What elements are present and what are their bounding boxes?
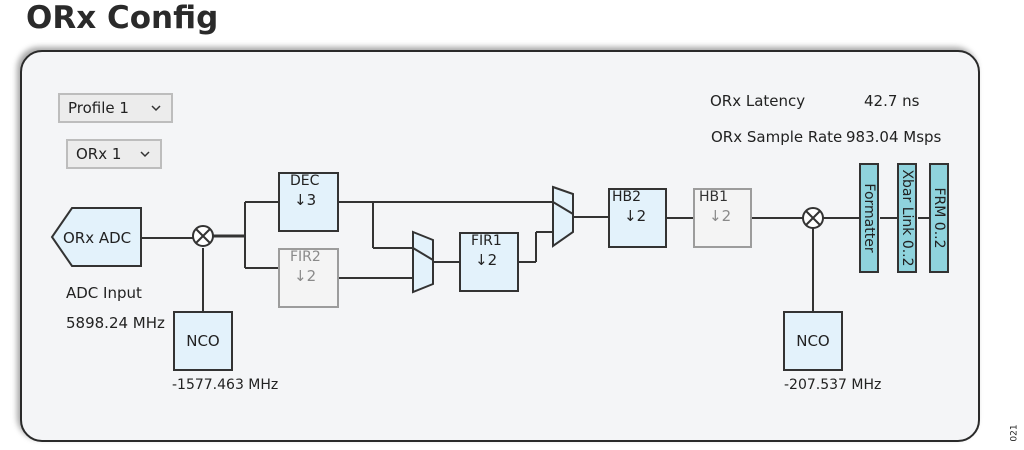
fir1-name: FIR1	[471, 233, 502, 249]
hb2-factor: 2	[636, 207, 647, 225]
mixer-out-icon	[802, 207, 824, 229]
page-title: ORx Config	[26, 0, 219, 36]
profile-select-value: Profile 1	[68, 99, 129, 117]
decimate-arrow-icon: ↓	[294, 191, 307, 209]
decimate-arrow-icon: ↓	[709, 207, 722, 225]
profile-select[interactable]: Profile 1	[58, 93, 173, 123]
decimate-arrow-icon: ↓	[294, 267, 307, 285]
nco-out-label: NCO	[796, 332, 830, 350]
mixer-icon	[192, 225, 214, 247]
nco-out-freq: -207.537 MHz	[784, 377, 882, 393]
hb1-block[interactable]: HB1 ↓2	[693, 188, 752, 248]
hb1-name: HB1	[699, 189, 729, 205]
nco-in-label: NCO	[186, 332, 220, 350]
dec-factor: 3	[306, 191, 317, 209]
xbar-link-block[interactable]: Xbar Link 0..2	[897, 163, 917, 273]
xbar-link-label: Xbar Link 0..2	[899, 169, 915, 267]
adc-input-label: ADC Input	[66, 284, 142, 302]
figure-number: 021	[1009, 424, 1020, 442]
chevron-down-icon	[140, 151, 150, 158]
orx-select-value: ORx 1	[76, 145, 122, 163]
nco-out-block[interactable]: NCO	[783, 311, 843, 371]
latency-value: 42.7 ns	[864, 92, 920, 110]
mux-icon	[412, 230, 434, 294]
fir2-block[interactable]: FIR2 ↓2	[278, 248, 339, 308]
latency-label: ORx Latency	[710, 92, 806, 110]
hb2-name: HB2	[612, 189, 642, 205]
adc-input-freq: 5898.24 MHz	[66, 314, 165, 332]
chevron-down-icon	[151, 105, 161, 112]
decimate-arrow-icon: ↓	[475, 251, 488, 269]
fir2-name: FIR2	[290, 249, 321, 265]
mux2-icon	[552, 185, 574, 248]
adc-block-shape	[50, 207, 142, 267]
adc-block[interactable]: ORx ADC	[63, 229, 132, 247]
fir1-block[interactable]: FIR1 ↓2	[459, 232, 519, 292]
fir1-factor: 2	[487, 251, 498, 269]
formatter-block[interactable]: Formatter	[859, 163, 879, 273]
frm-label: FRM 0..2	[931, 187, 947, 249]
orx-select[interactable]: ORx 1	[66, 139, 162, 169]
nco-in-freq: -1577.463 MHz	[172, 377, 279, 393]
fir2-factor: 2	[306, 267, 317, 285]
dec-name: DEC	[290, 173, 320, 189]
sample-rate-value: 983.04 Msps	[846, 128, 942, 146]
frm-block[interactable]: FRM 0..2	[929, 163, 949, 273]
sample-rate-label: ORx Sample Rate	[711, 128, 843, 146]
hb2-block[interactable]: HB2 ↓2	[608, 188, 667, 248]
decimate-arrow-icon: ↓	[624, 207, 637, 225]
nco-in-block[interactable]: NCO	[173, 311, 233, 371]
hb1-factor: 2	[721, 207, 732, 225]
dec-block[interactable]: DEC ↓3	[278, 172, 339, 232]
formatter-label: Formatter	[861, 183, 877, 253]
